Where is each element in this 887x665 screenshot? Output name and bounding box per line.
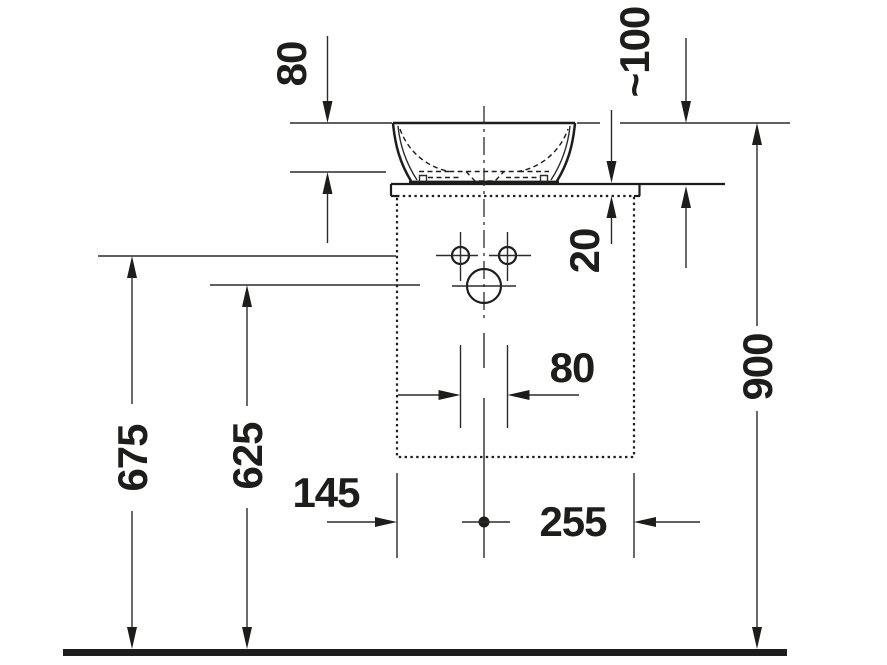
dim-label-basin-body-height: 80: [268, 42, 315, 87]
dim-floor-to-rim: 900: [734, 123, 781, 649]
dim-counter-thickness: 20: [561, 110, 617, 273]
countertop: [389, 182, 725, 198]
arrowhead-down: [752, 627, 762, 649]
basin-outer-wall-right: [555, 122, 577, 182]
arrowhead-down: [322, 101, 333, 123]
arrowhead-down: [606, 161, 617, 183]
arrowhead-up: [752, 123, 762, 145]
dim-floor-to-holes: 675: [109, 256, 156, 649]
arrowhead-up: [322, 172, 333, 194]
dim-label-counter-thickness: 20: [561, 229, 608, 274]
mounting-holes: [436, 232, 531, 305]
dim-label-floor-to-rim: 900: [734, 333, 781, 400]
floor-line: [63, 649, 787, 656]
arrowhead-up: [681, 186, 691, 208]
arrowhead-left: [507, 390, 530, 400]
dim-label-offset-right: 255: [539, 498, 607, 545]
dim-rim-above-counter: ~100: [611, 7, 691, 268]
arrowhead-up: [242, 285, 252, 307]
basin-inner-wall-right: [550, 125, 571, 181]
dim-basin-body-height: 80: [268, 36, 333, 243]
dim-bottom-offsets: 145 255: [292, 469, 700, 558]
dim-hole-spacing: 80: [398, 344, 595, 428]
arrowhead-right: [438, 390, 461, 400]
arrowhead-left: [634, 517, 656, 527]
basin-foot-right: [539, 174, 549, 182]
arrowhead-up: [127, 256, 137, 278]
arrowhead-down: [681, 101, 691, 123]
arrowhead-right: [375, 517, 397, 527]
dim-label-rim-above-counter: ~100: [611, 7, 658, 98]
dim-label-offset-left: 145: [292, 469, 360, 516]
arrowhead-down: [127, 627, 137, 649]
basin-outer-wall-left: [391, 122, 413, 182]
vanity-unit-outline: [395, 194, 636, 459]
drain-base-hidden-outline: [465, 171, 505, 182]
basin-inner-wall-left: [397, 125, 418, 181]
arrowhead-down: [242, 627, 252, 649]
dim-floor-to-drain: 625: [224, 285, 271, 649]
dim-label-hole-spacing: 80: [550, 344, 595, 391]
dim-label-floor-to-drain: 625: [224, 422, 271, 490]
arrowhead-up: [606, 196, 617, 218]
basin-foot-left: [418, 174, 428, 182]
rim-extension-lines: [290, 122, 790, 173]
dim-label-floor-to-holes: 675: [109, 424, 156, 492]
